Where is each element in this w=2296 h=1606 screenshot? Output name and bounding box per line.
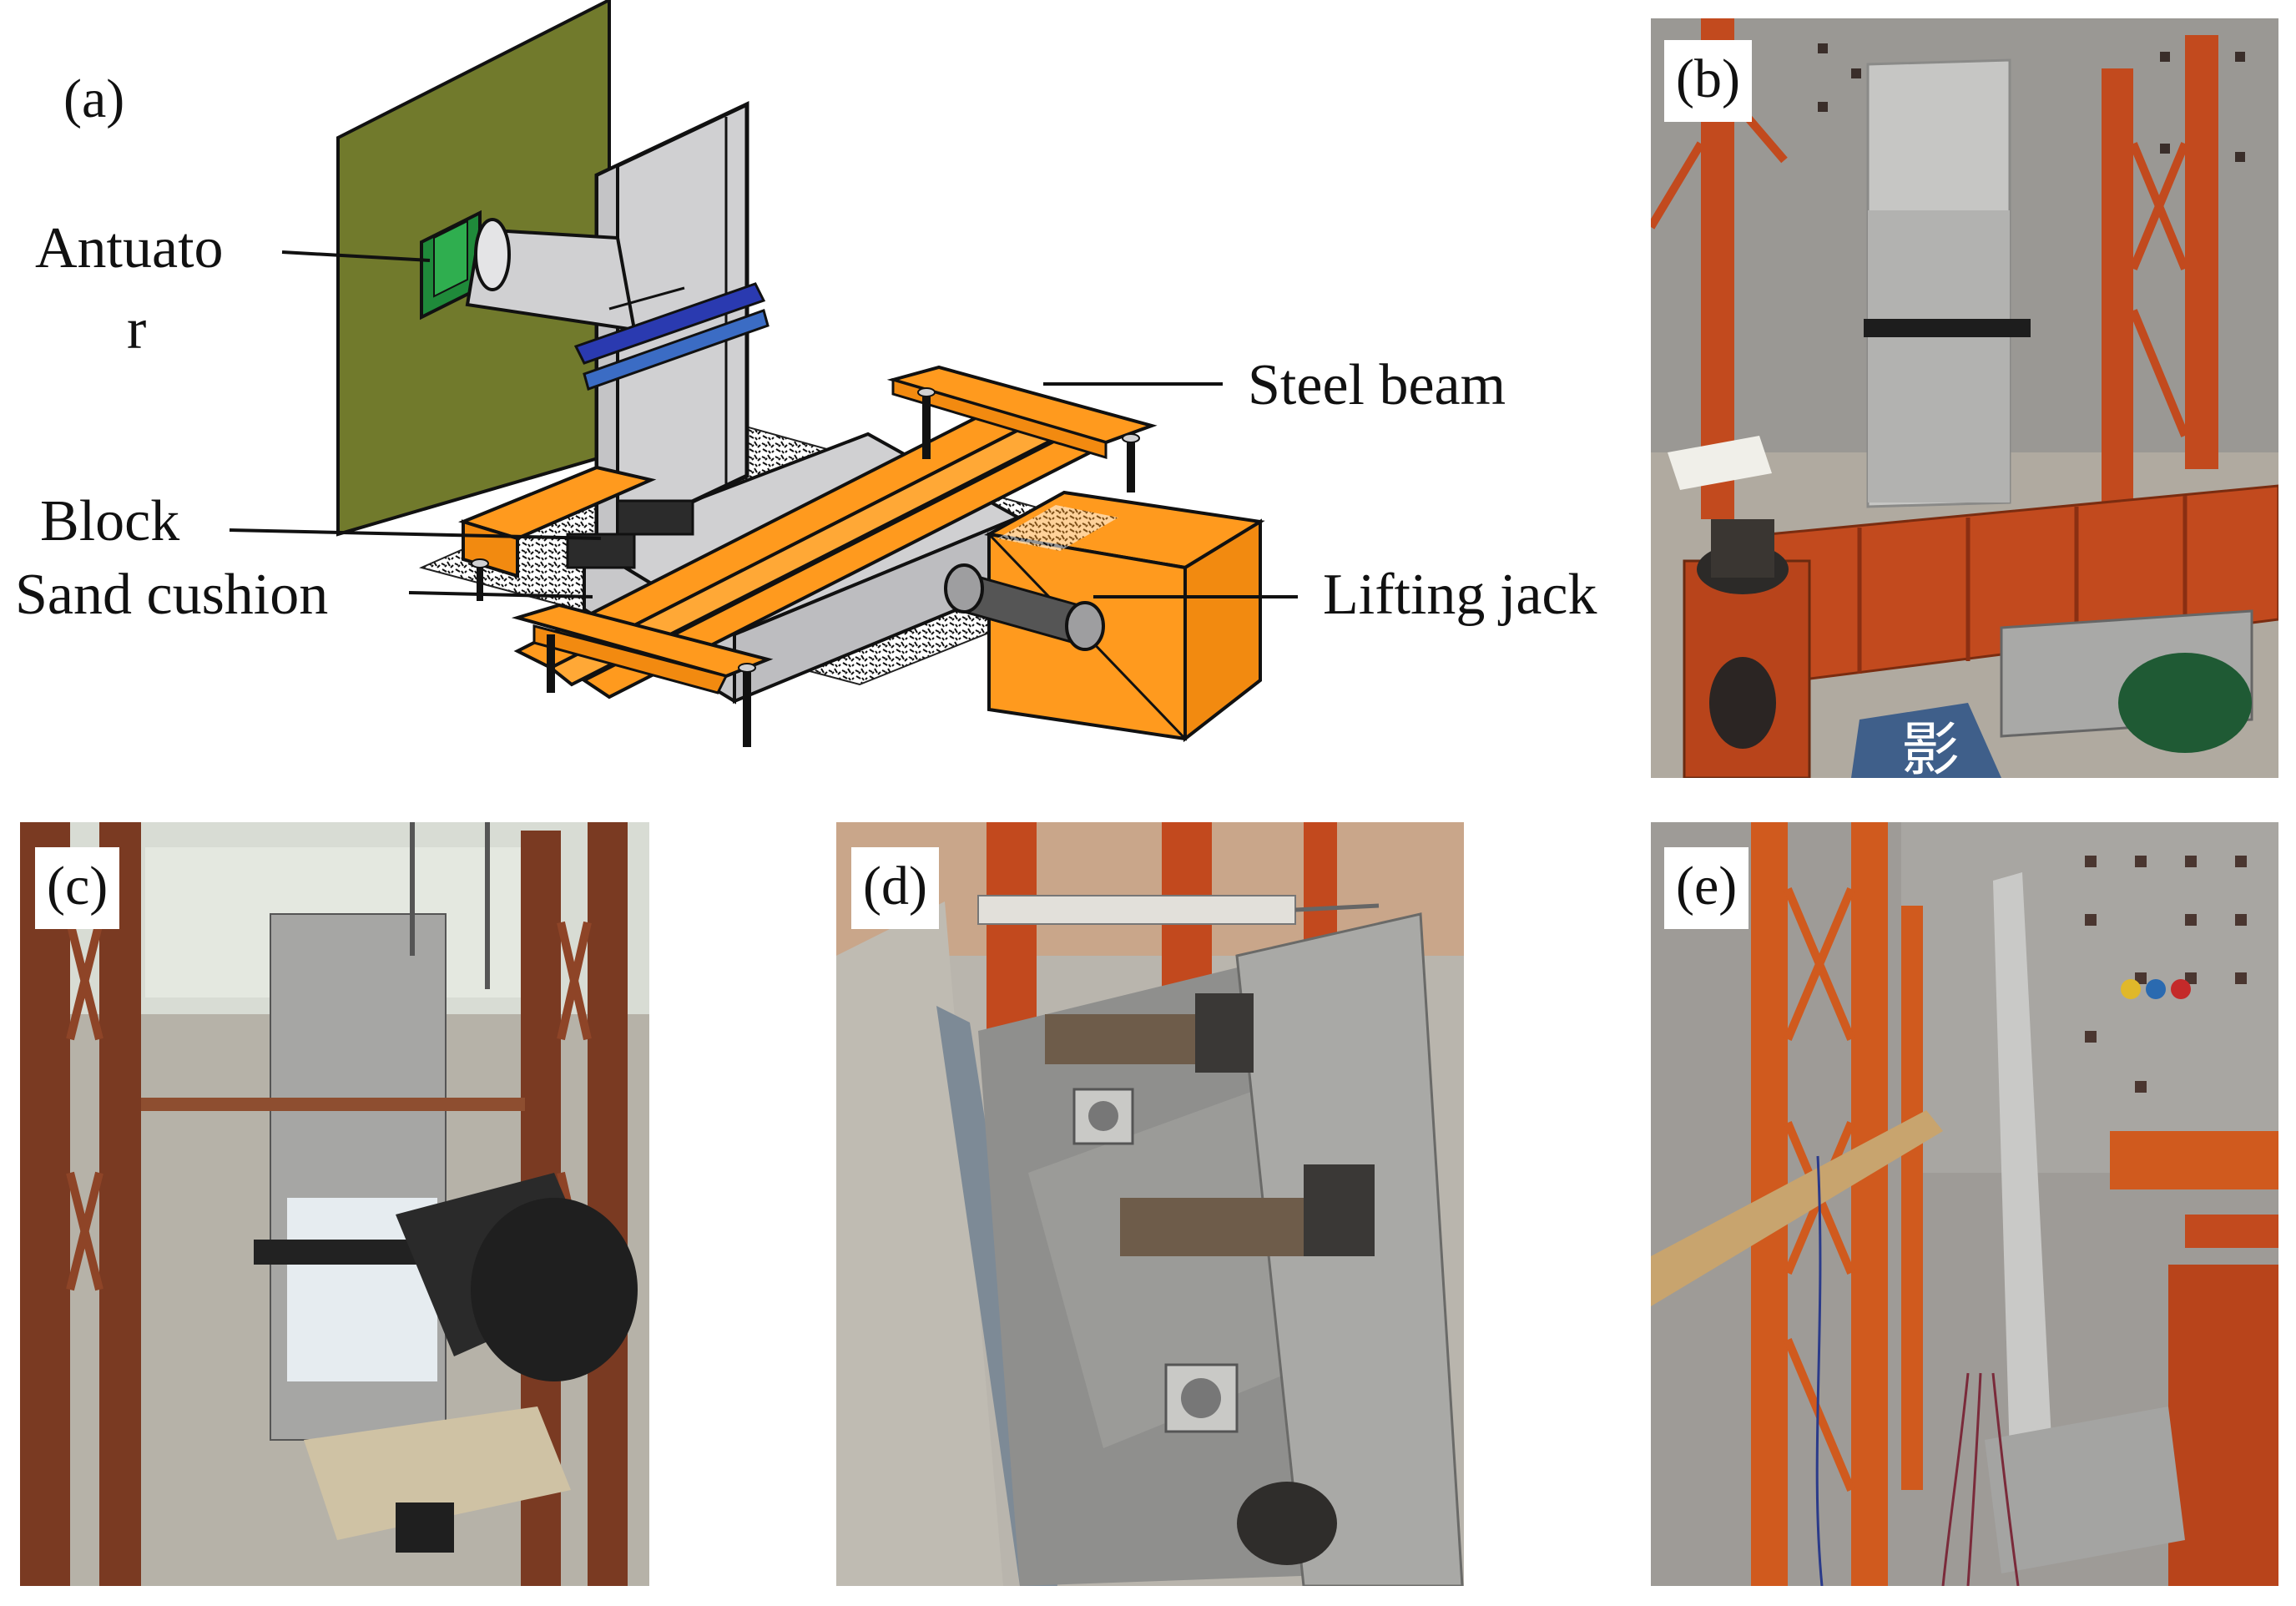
- callout-steel-beam: Steel beam: [1248, 353, 1506, 417]
- panel-c-photo: [20, 822, 649, 1586]
- test-setup-diagram: [229, 0, 1298, 747]
- callout-sand-cushion: Sand cushion: [15, 563, 329, 627]
- callout-block: Block: [40, 489, 180, 553]
- panel-b-photo: 影: [1651, 18, 2278, 778]
- photo-b-test-rig: 影: [1651, 18, 2278, 778]
- panel-b-label: (b): [1664, 40, 1752, 122]
- steel-block-left: [458, 465, 694, 601]
- panel-d-label: (d): [851, 847, 939, 929]
- photo-e-side-view: [1651, 822, 2278, 1586]
- leader-actuator: [281, 250, 431, 262]
- callout-lifting-jack: Lifting jack: [1323, 563, 1597, 627]
- photo-d-connection-detail: [836, 822, 1464, 1586]
- callout-actuator-line2: r: [127, 297, 147, 361]
- panel-d-photo: [836, 822, 1464, 1586]
- leader-block: [229, 528, 602, 540]
- leader-sand-cushion: [408, 591, 593, 598]
- photo-c-loading-rig: [20, 822, 649, 1586]
- loading-clamp: [573, 282, 770, 391]
- panel-e-label: (e): [1664, 847, 1749, 929]
- panel-e-photo: [1651, 822, 2278, 1586]
- callout-actuator-line1: Antuato: [35, 216, 224, 280]
- steel-beams: [511, 365, 1158, 747]
- lifting-jack: [944, 563, 1105, 651]
- panel-a-schematic: [0, 0, 1686, 768]
- panel-a-label: (a): [63, 68, 125, 129]
- panel-c-label: (c): [35, 847, 120, 929]
- photo-b-floor-marking: 影: [1901, 715, 1960, 778]
